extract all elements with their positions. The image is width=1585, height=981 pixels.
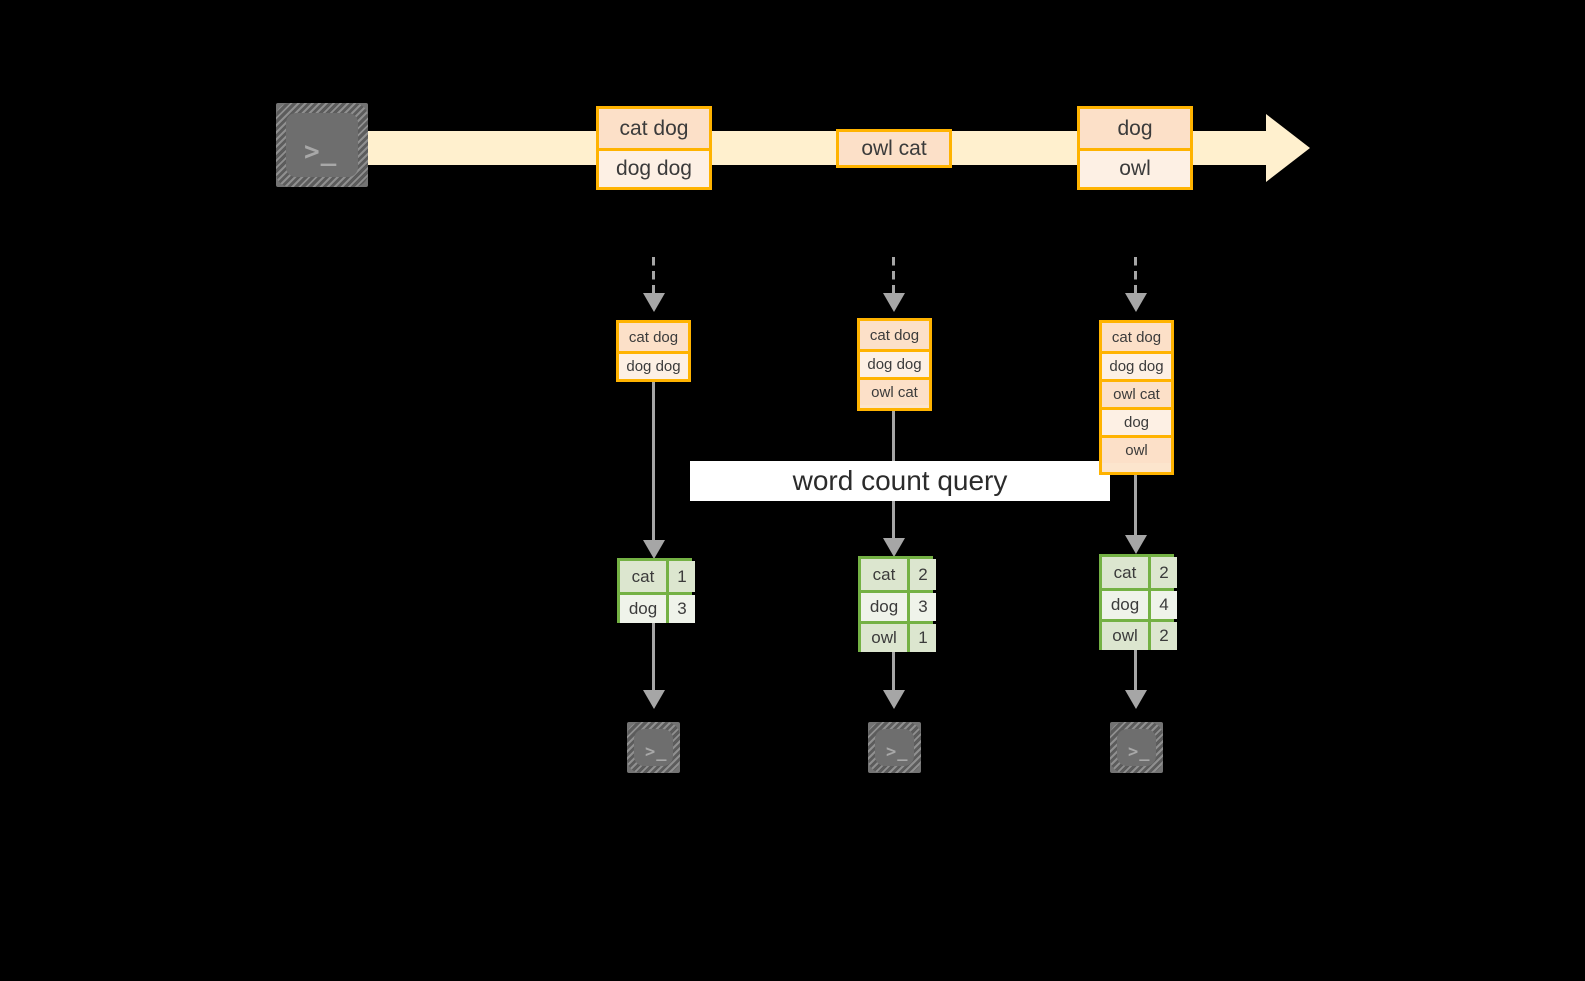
result-table-2-row-3: owl 1 bbox=[861, 621, 936, 652]
result-2-word-3: owl bbox=[861, 624, 907, 652]
result-2-word-2: dog bbox=[861, 593, 907, 621]
result-3-count-3: 2 bbox=[1148, 622, 1177, 650]
result-2-count-2: 3 bbox=[907, 593, 936, 621]
arrow-shaft-3-to-result bbox=[1134, 475, 1137, 537]
terminal-prompt-glyph: >_ bbox=[886, 742, 909, 762]
accumulated-2-line-2: dog dog bbox=[860, 349, 929, 377]
result-table-3-row-3: owl 2 bbox=[1102, 619, 1177, 650]
sink-terminal-icon-1[interactable]: >_ bbox=[617, 712, 690, 783]
stream-record-2-line-1: owl cat bbox=[839, 132, 949, 165]
result-3-word-2: dog bbox=[1102, 591, 1148, 619]
dashed-arrow-shaft-1 bbox=[652, 257, 655, 295]
arrow-head-2-to-result bbox=[883, 538, 905, 557]
result-table-2[interactable]: cat 2 dog 3 owl 1 bbox=[858, 556, 936, 652]
result-table-1-row-1: cat 1 bbox=[620, 561, 695, 592]
accumulated-1-line-1: cat dog bbox=[619, 323, 688, 351]
result-table-2-row-2: dog 3 bbox=[861, 590, 936, 621]
terminal-prompt-glyph: >_ bbox=[645, 742, 668, 762]
accumulated-records-2[interactable]: cat dog dog dog owl cat bbox=[857, 318, 932, 411]
result-3-word-3: owl bbox=[1102, 622, 1148, 650]
stream-record-1-line-2: dog dog bbox=[599, 148, 709, 187]
accumulated-records-1[interactable]: cat dog dog dog bbox=[616, 320, 691, 382]
terminal-face bbox=[875, 729, 914, 766]
result-2-count-3: 1 bbox=[907, 624, 936, 652]
accumulated-3-line-2: dog dog bbox=[1102, 351, 1171, 379]
dashed-arrow-shaft-3 bbox=[1134, 257, 1137, 295]
result-1-word-1: cat bbox=[620, 561, 666, 592]
accumulated-3-line-4: dog bbox=[1102, 407, 1171, 435]
result-table-3-row-2: dog 4 bbox=[1102, 588, 1177, 619]
query-label: word count query bbox=[690, 461, 1110, 501]
arrow-head-3-to-result bbox=[1125, 535, 1147, 554]
stream-record-3-line-1: dog bbox=[1080, 109, 1190, 148]
result-3-count-2: 4 bbox=[1148, 591, 1177, 619]
terminal-face bbox=[1117, 729, 1156, 766]
result-table-1[interactable]: cat 1 dog 3 bbox=[617, 558, 695, 623]
stream-record-3[interactable]: dog owl bbox=[1077, 106, 1193, 190]
source-terminal-icon[interactable]: >_ bbox=[266, 93, 378, 197]
result-table-3[interactable]: cat 2 dog 4 owl 2 bbox=[1099, 554, 1177, 650]
terminal-face bbox=[634, 729, 673, 766]
dashed-arrow-shaft-2 bbox=[892, 257, 895, 295]
result-1-count-1: 1 bbox=[666, 561, 695, 592]
result-table-1-row-2: dog 3 bbox=[620, 592, 695, 623]
arrow-shaft-1-to-sink bbox=[652, 623, 655, 692]
sink-terminal-icon-3[interactable]: >_ bbox=[1100, 712, 1173, 783]
dashed-arrow-head-1 bbox=[643, 293, 665, 312]
result-1-word-2: dog bbox=[620, 595, 666, 623]
result-2-word-1: cat bbox=[861, 559, 907, 590]
dashed-arrow-head-3 bbox=[1125, 293, 1147, 312]
arrow-shaft-1-to-result bbox=[652, 382, 655, 542]
arrow-head-1-to-sink bbox=[643, 690, 665, 709]
stream-record-1[interactable]: cat dog dog dog bbox=[596, 106, 712, 190]
stream-record-1-line-1: cat dog bbox=[599, 109, 709, 148]
terminal-prompt-glyph: >_ bbox=[304, 137, 338, 167]
accumulated-2-line-1: cat dog bbox=[860, 321, 929, 349]
accumulated-3-line-1: cat dog bbox=[1102, 323, 1171, 351]
result-3-count-1: 2 bbox=[1148, 557, 1177, 588]
accumulated-3-line-5: owl bbox=[1102, 435, 1171, 463]
accumulated-1-line-2: dog dog bbox=[619, 351, 688, 379]
stream-record-2[interactable]: owl cat bbox=[836, 129, 952, 168]
terminal-face bbox=[286, 113, 358, 177]
accumulated-3-line-3: owl cat bbox=[1102, 379, 1171, 407]
arrow-head-2-to-sink bbox=[883, 690, 905, 709]
arrow-head-3-to-sink bbox=[1125, 690, 1147, 709]
result-3-word-1: cat bbox=[1102, 557, 1148, 588]
dashed-arrow-head-2 bbox=[883, 293, 905, 312]
result-1-count-2: 3 bbox=[666, 595, 695, 623]
accumulated-records-3[interactable]: cat dog dog dog owl cat dog owl bbox=[1099, 320, 1174, 475]
stream-record-3-line-2: owl bbox=[1080, 148, 1190, 187]
terminal-prompt-glyph: >_ bbox=[1128, 742, 1151, 762]
arrow-shaft-2-to-sink bbox=[892, 652, 895, 692]
arrow-head-1-to-result bbox=[643, 540, 665, 559]
accumulated-2-line-3: owl cat bbox=[860, 377, 929, 405]
sink-terminal-icon-2[interactable]: >_ bbox=[858, 712, 931, 783]
result-table-3-row-1: cat 2 bbox=[1102, 557, 1177, 588]
result-2-count-1: 2 bbox=[907, 559, 936, 590]
stream-arrow-head bbox=[1266, 114, 1310, 182]
result-table-2-row-1: cat 2 bbox=[861, 559, 936, 590]
arrow-shaft-3-to-sink bbox=[1134, 650, 1137, 692]
